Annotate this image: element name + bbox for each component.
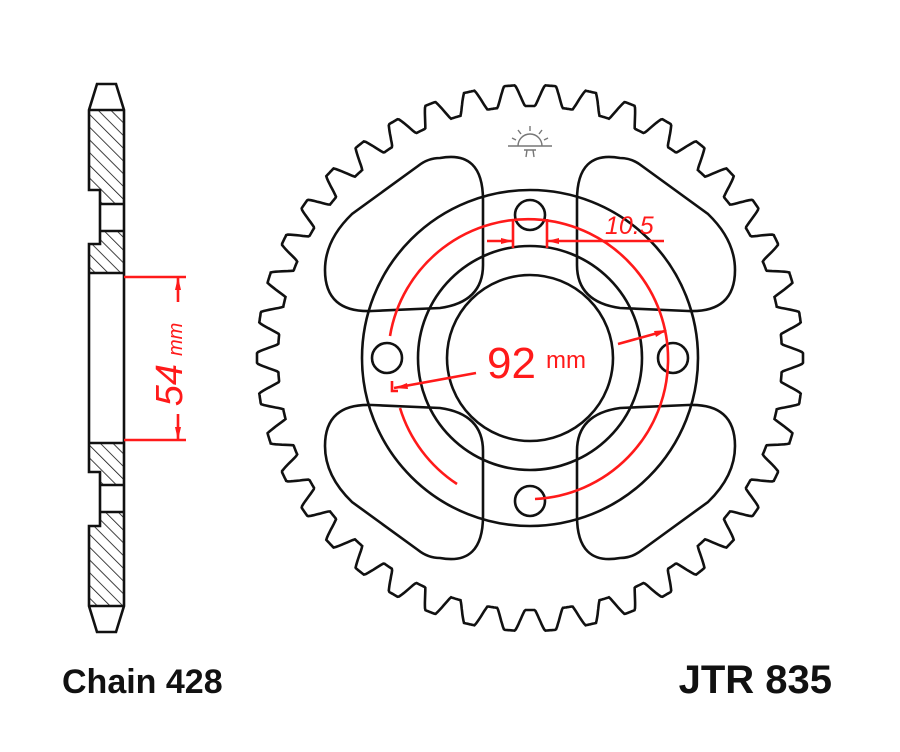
hatch-section [100, 190, 124, 204]
bolt-hole-left [370, 341, 404, 375]
side-profile-outline [87, 82, 126, 634]
hatch-section [89, 443, 124, 472]
part-number: JTR 835 [679, 658, 832, 702]
sun-logo-icon [508, 126, 552, 158]
sprocket-teeth-outline [255, 84, 805, 632]
hatch-section [100, 472, 124, 485]
bore-unit: mm [165, 323, 187, 356]
window-top-right [575, 155, 737, 313]
pcd-arc-segment [398, 407, 458, 486]
pcd-value: 92 [487, 339, 536, 388]
bore-value: 54 [149, 364, 191, 406]
bolt-hole-top [513, 198, 547, 232]
bolt-hole-right [656, 341, 690, 375]
pcd-dimension: 92 mm [388, 217, 670, 501]
hatch-section [100, 512, 124, 526]
bolt-hole-value: 10.5 [605, 212, 654, 240]
window-bottom-right [575, 403, 737, 561]
chain-label: Chain 428 [62, 663, 223, 701]
hub-ring [416, 244, 644, 472]
flange-circle [360, 188, 700, 528]
side-profile [87, 82, 126, 634]
pcd-unit: mm [546, 347, 586, 374]
hatch-section-top [89, 110, 124, 190]
hatch-section-bottom [89, 526, 124, 606]
center-bore [445, 273, 615, 443]
window-top-left [323, 155, 485, 313]
hatch-section [89, 244, 124, 273]
bolt-hole-dimension: 10.5 [487, 212, 664, 248]
bore-dimension: 54 mm [124, 275, 191, 442]
pcd-arc [388, 217, 670, 501]
hatch-section [100, 231, 124, 244]
sprocket-front-view [255, 84, 805, 632]
bolt-hole-bottom [513, 484, 547, 518]
window-bottom-left [323, 403, 485, 561]
